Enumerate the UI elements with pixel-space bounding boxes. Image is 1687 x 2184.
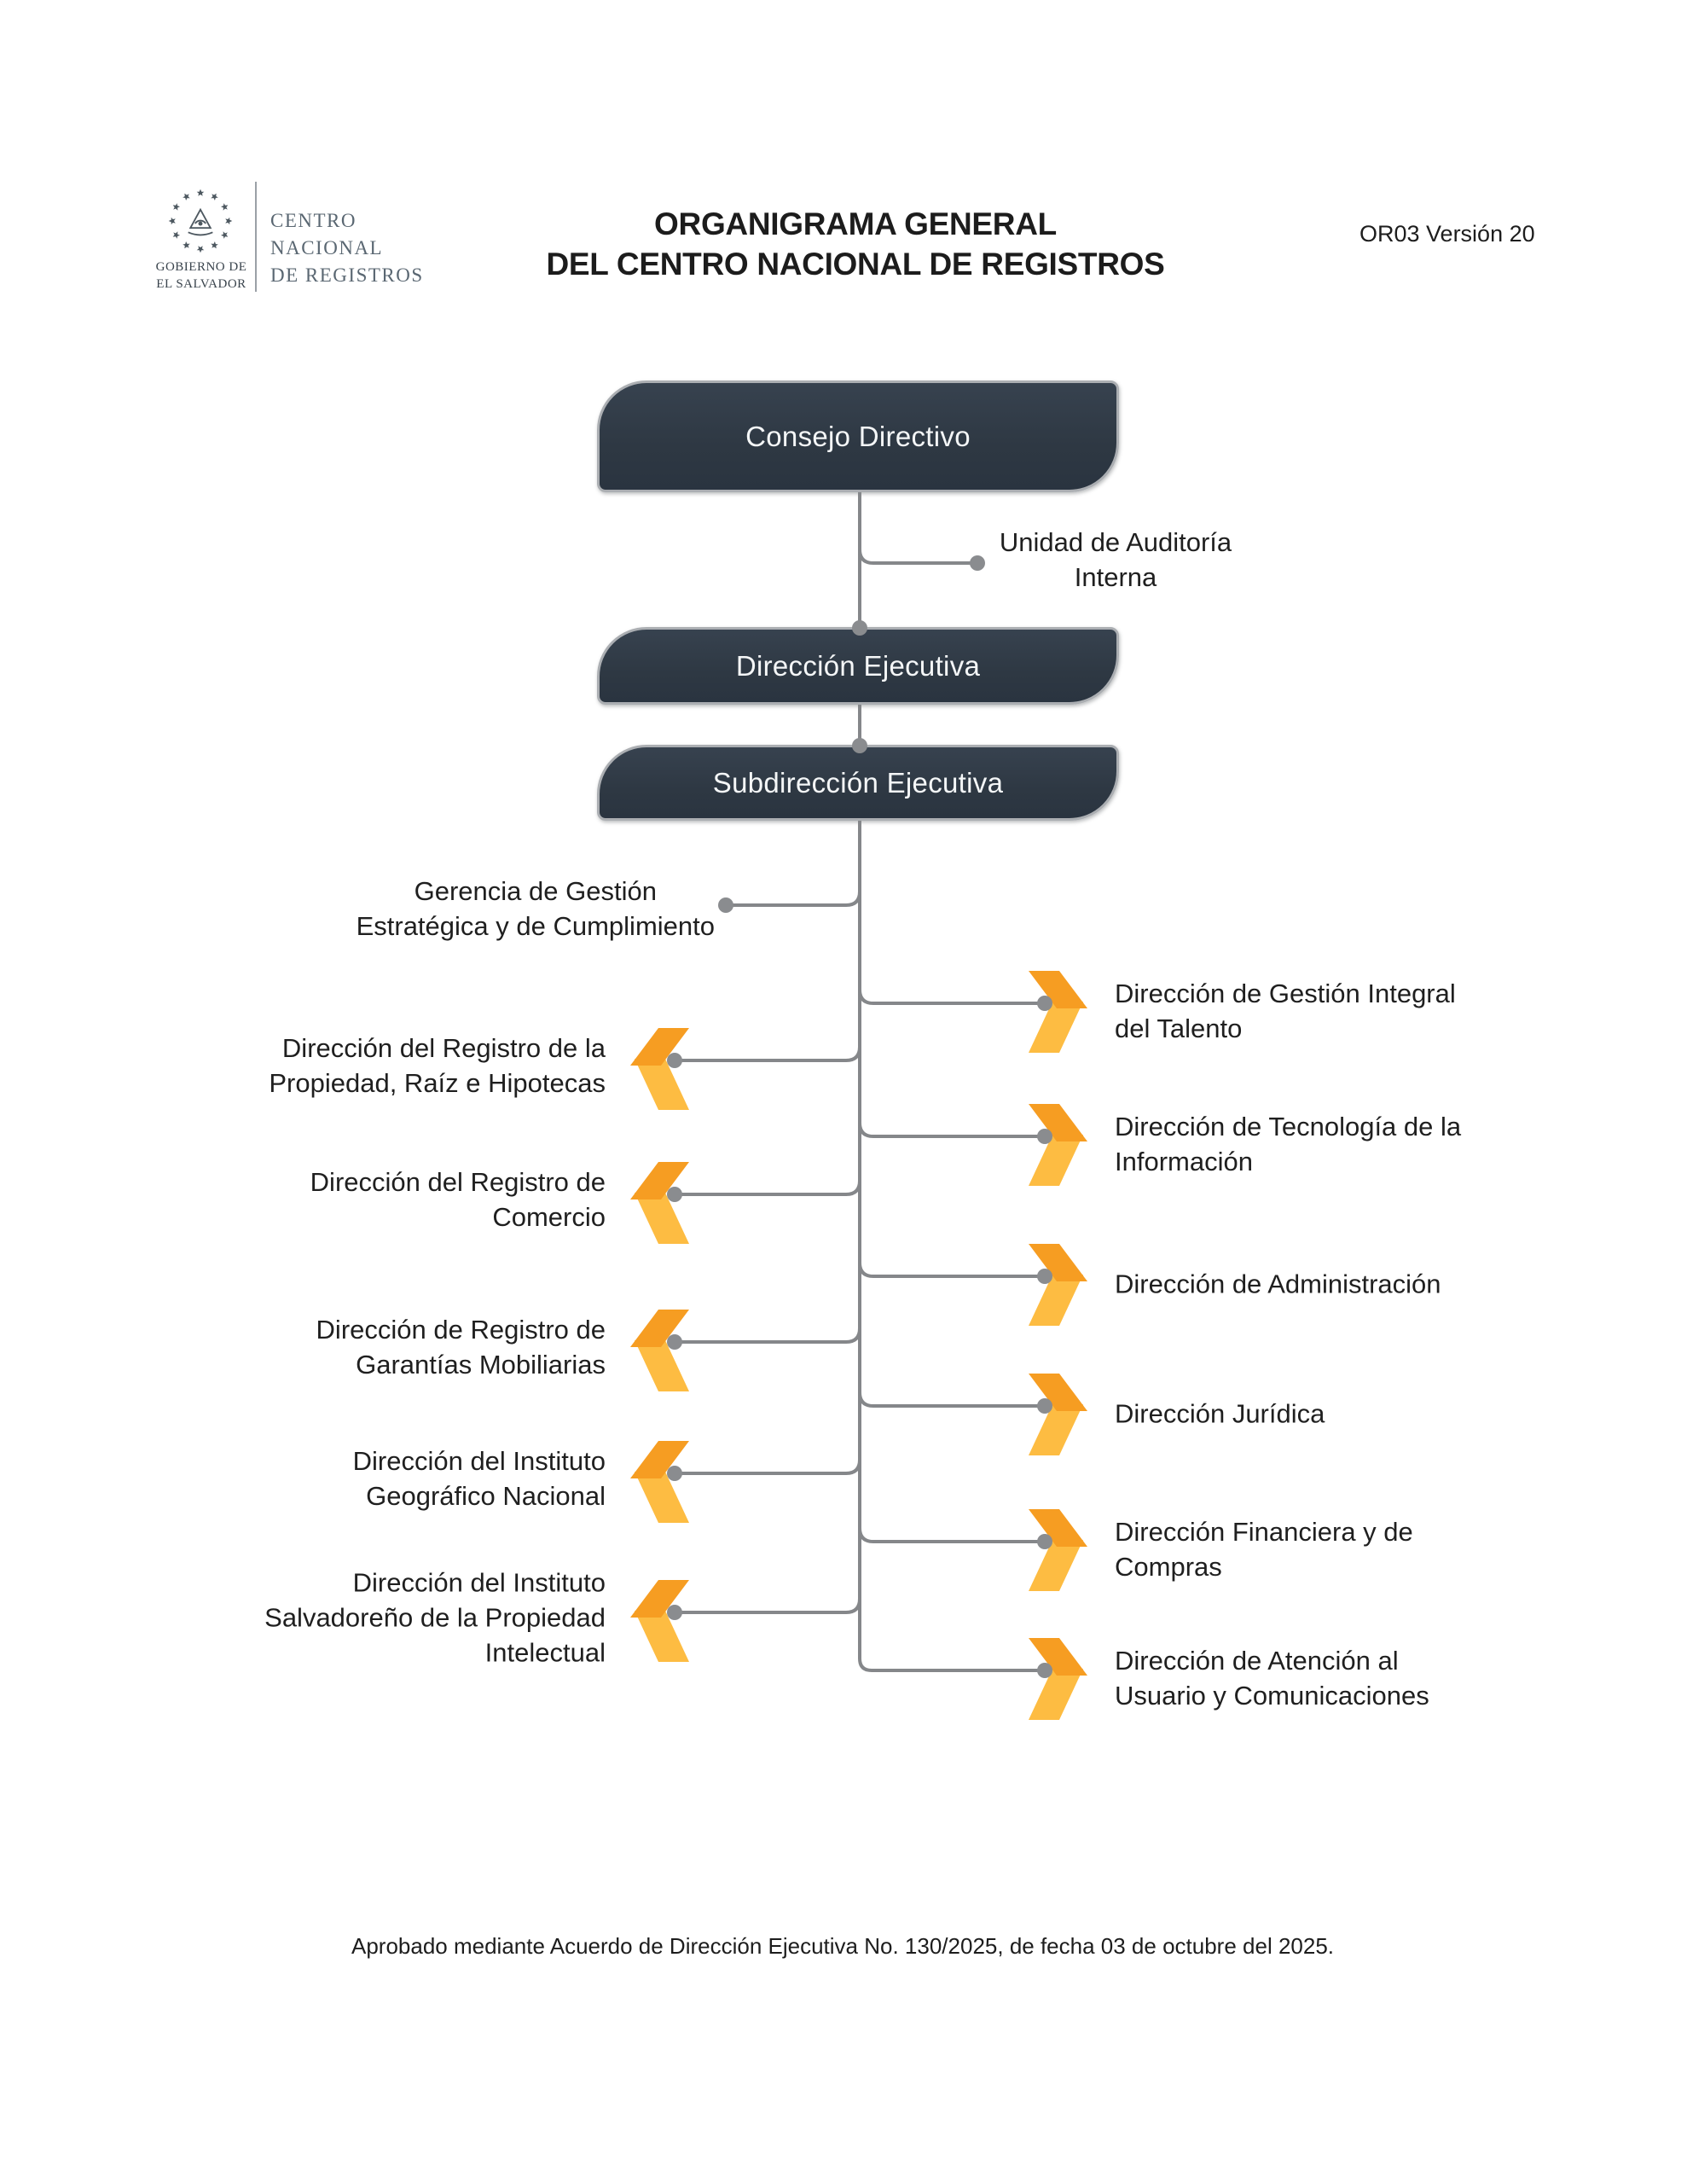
page-title-line1: ORGANIGRAMA GENERAL [654,206,1057,241]
approval-note: Aprobado mediante Acuerdo de Dirección E… [351,1933,1335,1959]
node-consejo-directivo: Consejo Directivo [597,380,1119,492]
node-subdireccion-ejecutiva: Subdirección Ejecutiva [597,745,1119,821]
branch-label-gestion-integral-talento: Dirección de Gestión Integral del Talent… [1115,979,1456,1043]
label-gerencia-gestion-estrategica: Gerencia de Gestión Estratégica y de Cum… [356,876,715,941]
branch-label-tecnologia-informacion: Dirección de Tecnología de la Informació… [1115,1112,1462,1176]
branch-label-administracion: Dirección de Administración [1115,1269,1441,1299]
right-arrow-icon [1005,1242,1090,1327]
left-arrow-icon [628,1578,713,1664]
label-unidad-auditoria-interna: Unidad de Auditoría Interna [999,527,1232,592]
branch-label-propiedad-intelectual: Dirección del Instituto Salvadoreño de l… [264,1567,606,1668]
branch-label-juridica: Dirección Jurídica [1115,1398,1325,1429]
left-arrow-icon [628,1439,713,1525]
page-title-line2: DEL CENTRO NACIONAL DE REGISTROS [546,246,1165,282]
government-caption: GOBIERNO DE EL SALVADOR [155,260,247,291]
branch-label-financiera-compras: Dirección Financiera y de Compras [1115,1517,1413,1582]
left-arrow-icon [628,1026,713,1112]
node-direccion-ejecutiva: Dirección Ejecutiva [597,627,1119,705]
branch-label-garantias-mobiliarias: Dirección de Registro de Garantías Mobil… [316,1315,606,1380]
branch-label-propiedad-raiz-hipotecas: Dirección del Registro de la Propiedad, … [269,1033,606,1098]
el-salvador-emblem-icon [168,189,233,253]
right-arrow-icon [1005,1636,1090,1722]
version-label: OR03 Versión 20 [1359,221,1535,247]
right-arrow-icon [1005,969,1090,1054]
page-title: ORGANIGRAMA GENERAL DEL CENTRO NACIONAL D… [547,205,1165,284]
right-arrow-icon [1005,1372,1090,1457]
logo-divider [255,182,257,292]
right-arrow-icon [1005,1102,1090,1188]
left-arrow-icon [628,1308,713,1393]
branch-label-registro-comercio: Dirección del Registro de Comercio [310,1167,606,1232]
branch-label-atencion-usuario: Dirección de Atención al Usuario y Comun… [1115,1646,1429,1711]
branch-label-instituto-geografico: Dirección del Instituto Geográfico Nacio… [352,1446,606,1511]
org-name: CENTRO NACIONAL DE REGISTROS [270,210,424,287]
right-arrow-icon [1005,1507,1090,1593]
left-arrow-icon [628,1160,713,1246]
